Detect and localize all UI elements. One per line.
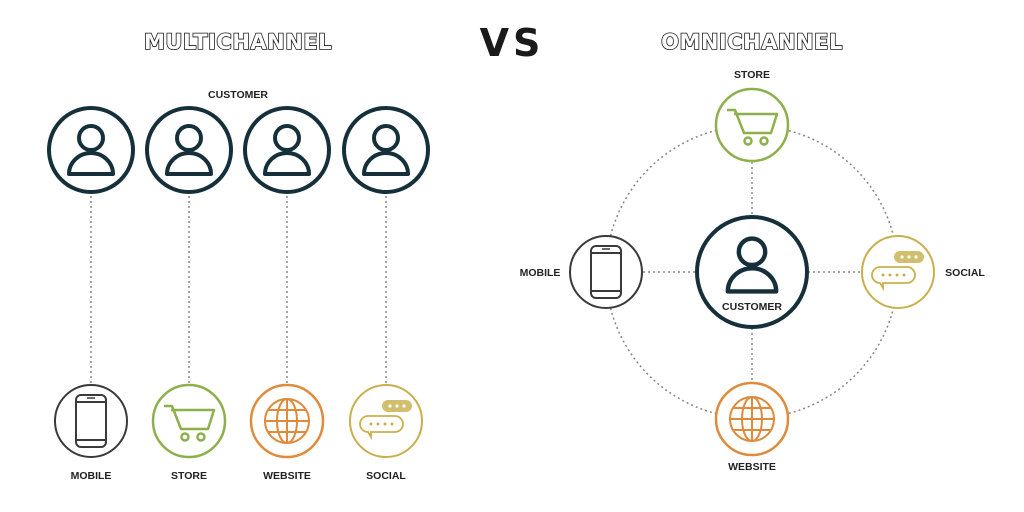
channel-social: [349, 384, 423, 458]
multichannel-section: CUSTOMER MOBILE STORE WEBSITE SOCIAL: [47, 89, 430, 482]
channel-label-mobile: MOBILE: [520, 267, 561, 279]
channel-website: [714, 381, 790, 457]
multichannel-customer-label: CUSTOMER: [208, 89, 268, 101]
channel-label-website: WEBSITE: [263, 470, 311, 482]
customer-node: [145, 106, 233, 194]
channel-label-store: STORE: [171, 470, 207, 482]
spoke-lines: [643, 162, 861, 382]
multichannel-title: MULTICHANNEL: [144, 30, 332, 54]
omnichannel-title: OMNICHANNEL: [661, 30, 843, 54]
channel-website: [249, 383, 325, 459]
omnichannel-section: CUSTOMER STORE MOBILE SOCIAL WEBSITE: [520, 69, 986, 473]
channel-label-store: STORE: [734, 69, 770, 81]
globe-icon: [264, 398, 310, 444]
customer-node: [342, 106, 430, 194]
channel-label-social: SOCIAL: [366, 470, 406, 482]
channel-social: [861, 235, 935, 309]
globe-icon: [729, 396, 775, 442]
channel-label-mobile: MOBILE: [71, 470, 112, 482]
channel-mobile: [54, 384, 128, 458]
customer-node: [47, 106, 135, 194]
channel-label-social: SOCIAL: [945, 267, 985, 279]
customer-node: [243, 106, 331, 194]
customer-hub: CUSTOMER: [695, 215, 809, 329]
channel-store: [151, 383, 227, 459]
connector-lines: [90, 196, 387, 383]
channel-label-website: WEBSITE: [728, 461, 776, 473]
channel-store: [714, 87, 790, 163]
omnichannel-customer-label: CUSTOMER: [722, 301, 782, 313]
vs-title: VS: [480, 21, 545, 65]
channel-mobile: [569, 235, 643, 309]
